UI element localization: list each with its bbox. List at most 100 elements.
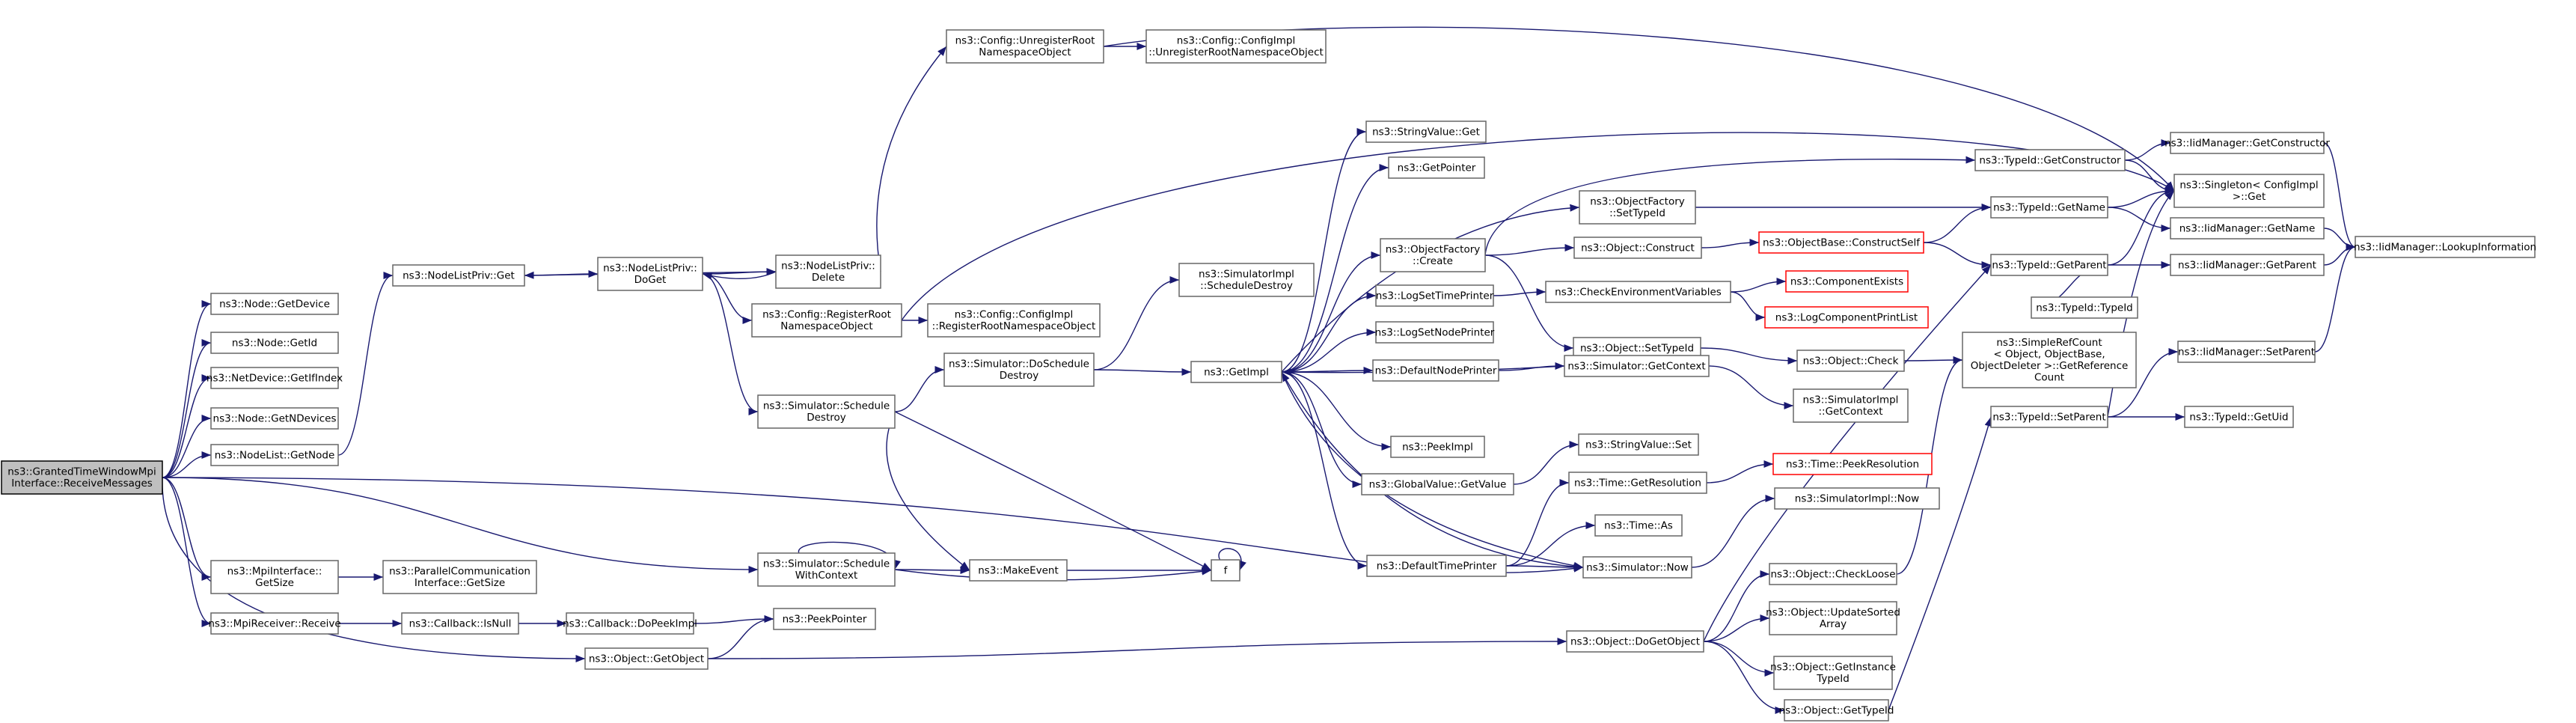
node-nlp-delete[interactable]: ns3::NodeListPriv::Delete (775, 254, 881, 289)
node-n-getid[interactable]: ns3::Node::GetId (210, 332, 339, 354)
node-label: Array (1820, 618, 1847, 630)
node-label: ns3::Simulator::GetContext (1567, 360, 1705, 372)
node-nlp-doget[interactable]: ns3::NodeListPriv::DoGet (597, 257, 703, 291)
node-tid-getconstructor[interactable]: ns3::TypeId::GetConstructor (1974, 149, 2126, 171)
node-obj-checkloose[interactable]: ns3::Object::CheckLoose (1769, 563, 1897, 585)
node-obj-dogetobject[interactable]: ns3::Object::DoGetObject (1566, 630, 1704, 653)
node-sim-schedestroy[interactable]: ns3::Simulator::ScheduleDestroy (757, 394, 896, 429)
node-cfg-unreg[interactable]: ns3::Config::UnregisterRootNamespaceObje… (946, 29, 1104, 64)
call-nodes: ns3::GrantedTimeWindowMpiInterface::Rece… (1, 29, 2536, 722)
node-box (210, 293, 339, 315)
node-peekptr[interactable]: ns3::PeekPointer (773, 608, 876, 630)
node-peekimpl[interactable]: ns3::PeekImpl (1390, 436, 1485, 458)
node-obj-check[interactable]: ns3::Object::Check (1796, 350, 1905, 372)
node-cfgimpl-unreg[interactable]: ns3::Config::ConfigImpl::UnregisterRootN… (1145, 29, 1327, 64)
node-nl-getnode[interactable]: ns3::NodeList::GetNode (210, 444, 339, 466)
node-label: GetSize (255, 577, 294, 589)
node-pc-getsize[interactable]: ns3::ParallelCommunicationInterface::Get… (382, 560, 537, 594)
node-obj-getobject[interactable]: ns3::Object::GetObject (584, 647, 709, 670)
node-box (1145, 29, 1327, 64)
node-time-as[interactable]: ns3::Time::As (1594, 514, 1683, 537)
edge-iid-getconstructor-to-iid-lookup (2323, 142, 2356, 251)
node-iid-setparent[interactable]: ns3::IidManager::SetParent (2177, 341, 2316, 363)
node-iid-lookup[interactable]: ns3::IidManager::LookupInformation (2354, 236, 2536, 258)
edge-line (1281, 371, 1392, 451)
node-of-create[interactable]: ns3::ObjectFactory::Create (1380, 238, 1486, 272)
edge-line (707, 637, 1567, 659)
node-iid-getparent[interactable]: ns3::IidManager::GetParent (2170, 254, 2325, 276)
node-tid-getuid[interactable]: ns3::TypeId::GetUid (2184, 406, 2294, 428)
edge-line (1730, 277, 1787, 293)
node-label: ObjectDeleter >::GetReference (1971, 360, 2129, 372)
node-checkenv[interactable]: ns3::CheckEnvironmentVariables (1545, 281, 1731, 303)
node-nlp-get[interactable]: ns3::NodeListPriv::Get (392, 264, 525, 287)
node-obj-construct[interactable]: ns3::Object::Construct (1573, 237, 1702, 259)
node-box (1990, 406, 2108, 428)
node-label: ns3::IidManager::LookupInformation (2354, 241, 2536, 253)
node-time-getres[interactable]: ns3::Time::GetResolution (1568, 472, 1707, 494)
node-simimpl-schedestroy[interactable]: ns3::SimulatorImpl::ScheduleDestroy (1178, 263, 1315, 297)
node-ob-constructself[interactable]: ns3::ObjectBase::ConstructSelf (1758, 231, 1924, 254)
node-cb-isnull[interactable]: ns3::Callback::IsNull (401, 612, 519, 635)
node-simplerefcount[interactable]: ns3::SimpleRefCount< Object, ObjectBase,… (1962, 332, 2137, 388)
node-sim-now[interactable]: ns3::Simulator::Now (1582, 556, 1692, 579)
node-cfgimpl-reg[interactable]: ns3::Config::ConfigImpl::RegisterRootNam… (927, 303, 1101, 338)
node-label: ns3::SimpleRefCount (1996, 337, 2102, 349)
node-tid-getname[interactable]: ns3::TypeId::GetName (1990, 196, 2108, 219)
edge-root-to-mpi-getsize (162, 477, 212, 581)
node-box (401, 612, 519, 635)
edge-line (162, 374, 212, 478)
node-root[interactable]: ns3::GrantedTimeWindowMpiInterface::Rece… (1, 460, 163, 495)
node-of-settypeid[interactable]: ns3::ObjectFactory::SetTypeId (1579, 190, 1696, 225)
node-n-getndevices[interactable]: ns3::Node::GetNDevices (210, 407, 339, 430)
node-simimpl-now[interactable]: ns3::SimulatorImpl::Now (1774, 487, 1940, 510)
node-box (2031, 296, 2138, 319)
node-simimpl-getctx[interactable]: ns3::SimulatorImpl::GetContext (1793, 388, 1909, 423)
node-mpirecv[interactable]: ns3::MpiReceiver::Receive (208, 612, 341, 635)
node-label: ns3::SimulatorImpl::Now (1795, 492, 1919, 504)
node-label: ns3::Object::GetInstance (1770, 662, 1896, 674)
node-nd-getifindex[interactable]: ns3::NetDevice::GetIfIndex (206, 367, 343, 389)
node-time-peekres[interactable]: ns3::Time::PeekResolution (1772, 453, 1933, 475)
node-sim-getcontext[interactable]: ns3::Simulator::GetContext (1564, 355, 1710, 377)
node-logsettime[interactable]: ns3::LogSetTimePrinter (1375, 284, 1494, 307)
edge-logsettime-to-checkenv (1493, 287, 1546, 296)
node-compexists[interactable]: ns3::ComponentExists (1785, 270, 1909, 293)
edge-line (1484, 243, 1575, 256)
node-getimpl[interactable]: ns3::GetImpl (1190, 361, 1282, 383)
edge-line (702, 273, 753, 325)
edge-iid-setparent-to-iid-lookup (2314, 243, 2356, 353)
node-sv-get[interactable]: ns3::StringValue::Get (1365, 120, 1487, 143)
node-iid-getconstructor[interactable]: ns3::IidManager::GetConstructor (2164, 132, 2330, 154)
edge-line (1093, 275, 1180, 370)
edge-line (1703, 641, 1775, 677)
node-cb-dopeek[interactable]: ns3::Callback::DoPeekImpl (563, 612, 697, 635)
node-gv-getvalue[interactable]: ns3::GlobalValue::GetValue (1361, 473, 1514, 495)
node-singleton-get[interactable]: ns3::Singleton< ConfigImpl >::Get (2173, 174, 2325, 208)
node-label: ns3::IidManager::GetParent (2178, 259, 2316, 271)
node-makeevent[interactable]: ns3::MakeEvent (969, 559, 1068, 582)
node-n-getdevice[interactable]: ns3::Node::GetDevice (210, 293, 339, 315)
node-f[interactable]: f (1211, 559, 1240, 582)
node-iid-getname[interactable]: ns3::IidManager::GetName (2170, 217, 2325, 240)
node-obj-gettypeid[interactable]: ns3::Object::GetTypeId (1779, 699, 1894, 722)
node-cfg-reg[interactable]: ns3::Config::RegisterRootNamespaceObject (751, 303, 902, 338)
node-sv-set[interactable]: ns3::StringValue::Set (1578, 433, 1699, 456)
node-logcomplist[interactable]: ns3::LogComponentPrintList (1764, 306, 1929, 329)
node-mpi-getsize[interactable]: ns3::MpiInterface::GetSize (210, 560, 339, 594)
node-label: ns3::GrantedTimeWindowMpi (7, 466, 156, 478)
node-tid-getparent[interactable]: ns3::TypeId::GetParent (1990, 254, 2108, 276)
node-box (1365, 120, 1487, 143)
node-defnodeprinter[interactable]: ns3::DefaultNodePrinter (1372, 359, 1499, 382)
edge-line (702, 273, 759, 415)
node-deftimeprinter[interactable]: ns3::DefaultTimePrinter (1366, 555, 1507, 577)
node-box (1573, 237, 1702, 259)
node-logsetnode[interactable]: ns3::LogSetNodePrinter (1375, 321, 1495, 344)
node-tid-setparent[interactable]: ns3::TypeId::SetParent (1990, 406, 2108, 428)
node-tid-typeid[interactable]: ns3::TypeId::TypeId (2031, 296, 2138, 319)
node-getpointer[interactable]: ns3::GetPointer (1388, 156, 1485, 179)
